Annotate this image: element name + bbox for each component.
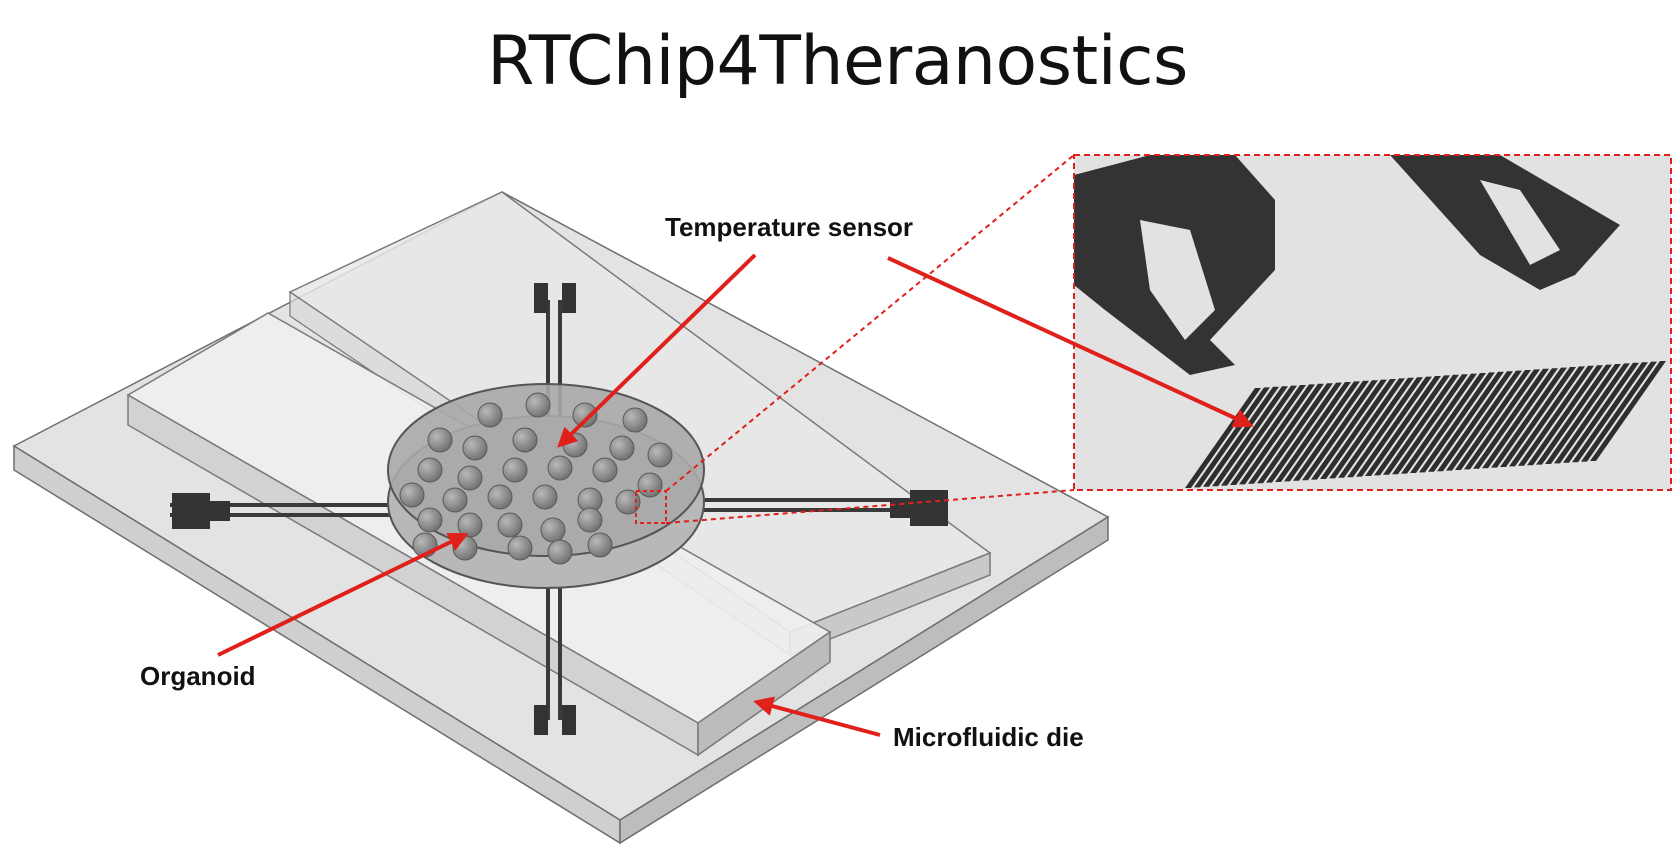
sensor-comb-tooth [1446, 370, 1522, 471]
sensor-comb-tooth [1257, 383, 1333, 484]
organoid [417, 457, 443, 483]
organoid [399, 482, 425, 508]
organoid [462, 435, 488, 461]
sensor-comb-tooth [1239, 384, 1315, 485]
page-title: RTChip4Theranostics [487, 22, 1188, 101]
organoid [512, 427, 538, 453]
organoid [572, 402, 598, 428]
organoid [587, 532, 613, 558]
sensor-comb-tooth [1230, 385, 1306, 485]
temperature-sensor-label: Temperature sensor [665, 212, 913, 242]
organoid [502, 457, 528, 483]
sensor-comb-tooth [1275, 382, 1351, 482]
sensor-comb-tooth [1383, 374, 1459, 475]
sensor-comb-tooth [1518, 365, 1594, 466]
sensor-comb-tooth [1563, 362, 1639, 463]
sensor-comb-tooth [1266, 382, 1342, 483]
sensor-comb-tooth [1365, 376, 1441, 476]
organoid-label: Organoid [140, 661, 256, 691]
organoid-cluster [399, 392, 673, 565]
organoid [609, 435, 635, 461]
organoid [547, 455, 573, 481]
sensor-comb-tooth [1527, 365, 1603, 466]
sensor-comb-tooth [1374, 375, 1450, 476]
sensor-comb-tooth [1284, 381, 1360, 482]
sensor-comb-tooth [1464, 369, 1540, 470]
projection-line-top [665, 154, 1075, 492]
sensor-comb-tooth [1347, 377, 1423, 478]
sensor-comb-tooth [1221, 385, 1297, 486]
organoid [577, 507, 603, 533]
organoid [547, 539, 573, 565]
organoid [417, 507, 443, 533]
sensor-comb-tooth [1428, 371, 1504, 472]
sensor-zoom-inset [1073, 154, 1672, 491]
sensor-comb-tooth [1419, 372, 1495, 473]
sensor-comb-tooth [1590, 361, 1666, 461]
sensor-comb-tooth [1392, 374, 1468, 475]
sensor-comb-tooth [1248, 383, 1324, 484]
organoid [532, 484, 558, 510]
temperature-sensor-inset-arrow [887, 256, 1254, 428]
organoid [637, 472, 663, 498]
organoid [457, 512, 483, 538]
sensor-marker [635, 490, 667, 524]
sensor-comb-tooth [1554, 363, 1630, 464]
organoid [540, 517, 566, 543]
sensor-comb-tooth [1536, 364, 1612, 465]
organoid [477, 402, 503, 428]
organoid [615, 489, 641, 515]
organoid [507, 535, 533, 561]
sensor-comb-tooth [1293, 380, 1369, 481]
organoid [525, 392, 551, 418]
sensor-comb-tooth [1311, 379, 1387, 480]
organoid [622, 407, 648, 433]
temperature-sensor-arrow [557, 253, 757, 448]
organoid [497, 512, 523, 538]
sensor-comb-tooth [1401, 373, 1477, 474]
sensor-comb-tooth [1203, 386, 1279, 487]
microfluidic-die-arrow [753, 696, 881, 737]
sensor-comb-tooth [1482, 368, 1558, 469]
organoid [457, 465, 483, 491]
sensor-comb-tooth [1338, 377, 1414, 478]
sensor-comb-tooth [1320, 379, 1396, 479]
sensor-comb-tooth [1437, 371, 1513, 472]
sensor-comb-tooth [1500, 367, 1576, 467]
organoid [487, 484, 513, 510]
organoid-arrow [217, 532, 469, 657]
organoid [427, 427, 453, 453]
sensor-comb-tooth [1509, 366, 1585, 467]
sensor-comb-tooth [1302, 380, 1378, 481]
sensor-comb-tooth [1491, 367, 1567, 468]
organoid [592, 457, 618, 483]
sensor-comb-tooth [1473, 368, 1549, 469]
microfluidic-die-label: Microfluidic die [893, 722, 1084, 752]
sensor-comb-tooth [1212, 386, 1288, 487]
sensor-comb-tooth [1329, 378, 1405, 479]
sensor-comb-tooth [1545, 364, 1621, 464]
sensor-comb-tooth [1572, 362, 1648, 463]
organoid [647, 442, 673, 468]
sensor-comb-tooth [1410, 373, 1486, 473]
sensor-comb-tooth [1455, 370, 1531, 470]
sensor-comb-tooth [1581, 361, 1657, 462]
organoid [442, 487, 468, 513]
sensor-comb-tooth [1356, 376, 1432, 477]
